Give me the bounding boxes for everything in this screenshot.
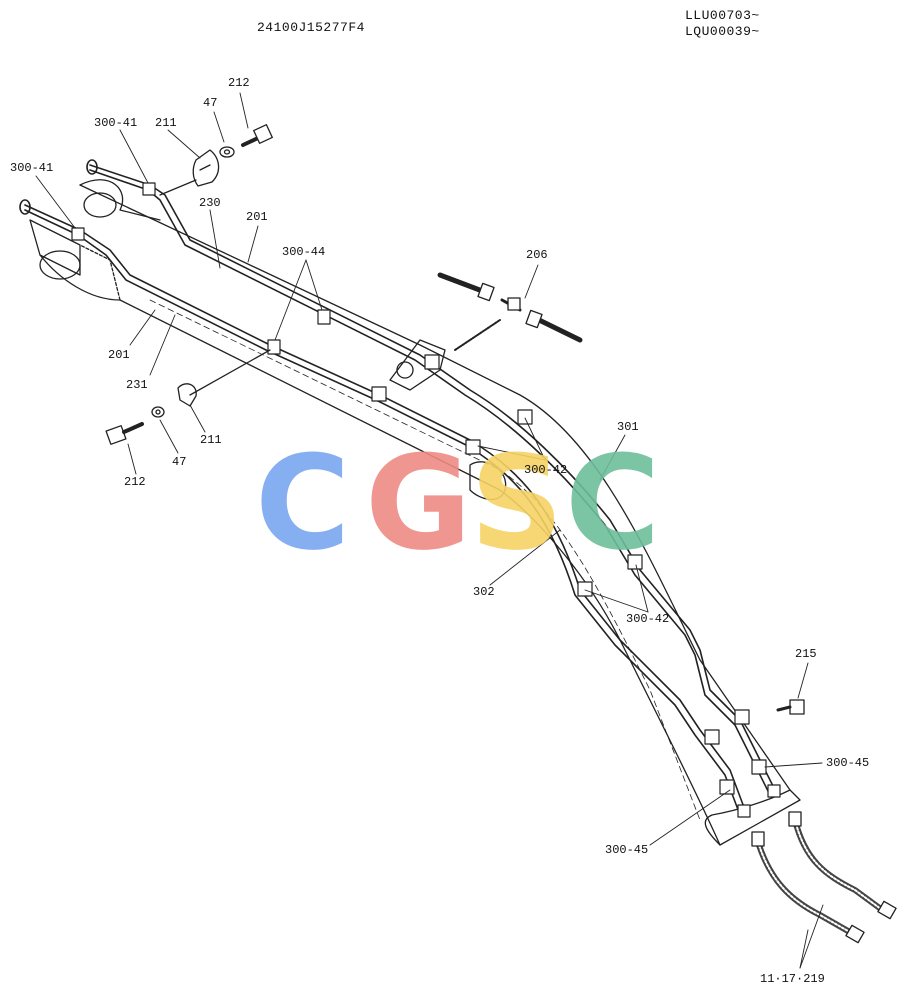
label-47-top: 47 [203,96,218,110]
pipe-clamps [71,182,781,818]
label-230: 230 [199,196,221,210]
serial-range-2: LQU00039~ [685,24,760,39]
label-300-42-b: 300-42 [626,612,670,626]
clamp-lower-low [704,729,720,745]
clamp-upper-low [734,709,750,725]
pipe-end-lower [737,804,751,818]
label-300-45-b: 300-45 [605,843,649,857]
clamp-300-44-b [267,339,281,355]
clamp-300-45-a [751,759,767,775]
label-301: 301 [617,420,639,434]
cgsc-watermark: C G S C [255,427,660,579]
label-201-top: 201 [246,210,268,224]
clamp-300-42-d [577,581,593,597]
clamp-300-41-b [71,227,85,241]
label-215: 215 [795,647,817,661]
clamp-300-42-a [517,409,533,425]
clamp-300-45-b [719,779,735,795]
label-206: 206 [526,248,548,262]
pipe-201-lower [19,199,746,816]
clamp-upper-mid [424,354,440,370]
label-300-41-b: 300-41 [10,161,54,175]
clamp-300-41-a [142,182,156,196]
label-231: 231 [126,378,148,392]
label-212-bottom: 212 [124,475,146,489]
serial-range-1: LLU00703~ [685,8,760,23]
bottom-hardware [105,349,271,445]
plug-215 [776,699,805,715]
clamp-lower-mid [371,386,387,402]
top-hardware [159,124,273,196]
pipe-end-upper [767,784,781,798]
boom-body [29,179,801,846]
drawing-code: 24100J15277F4 [257,20,365,35]
watermark-letter-c1: C [255,427,350,579]
label-300-45-a: 300-45 [826,756,870,770]
connector-206 [437,272,583,351]
label-hoses: 11·17·219 [760,972,825,986]
watermark-letter-g: G [365,427,472,579]
leader-lines [35,92,824,969]
clamp-300-42-c [627,554,643,570]
watermark-letter-s: S [470,427,564,579]
clamp-300-44-a [317,309,331,325]
label-211-bottom: 211 [200,433,222,447]
label-201-left: 201 [108,348,130,362]
label-47-bottom: 47 [172,455,187,469]
clamp-300-42-b [465,439,481,455]
hoses-11-17-219 [751,811,897,944]
watermark-letter-c2: C [565,427,660,579]
label-211-top: 211 [155,116,177,130]
label-300-42-a: 300-42 [524,463,568,477]
pipe-201-upper [86,159,776,796]
label-300-41-a: 300-41 [94,116,138,130]
label-300-44: 300-44 [282,245,326,259]
label-212-top: 212 [228,76,250,90]
label-302: 302 [473,585,495,599]
